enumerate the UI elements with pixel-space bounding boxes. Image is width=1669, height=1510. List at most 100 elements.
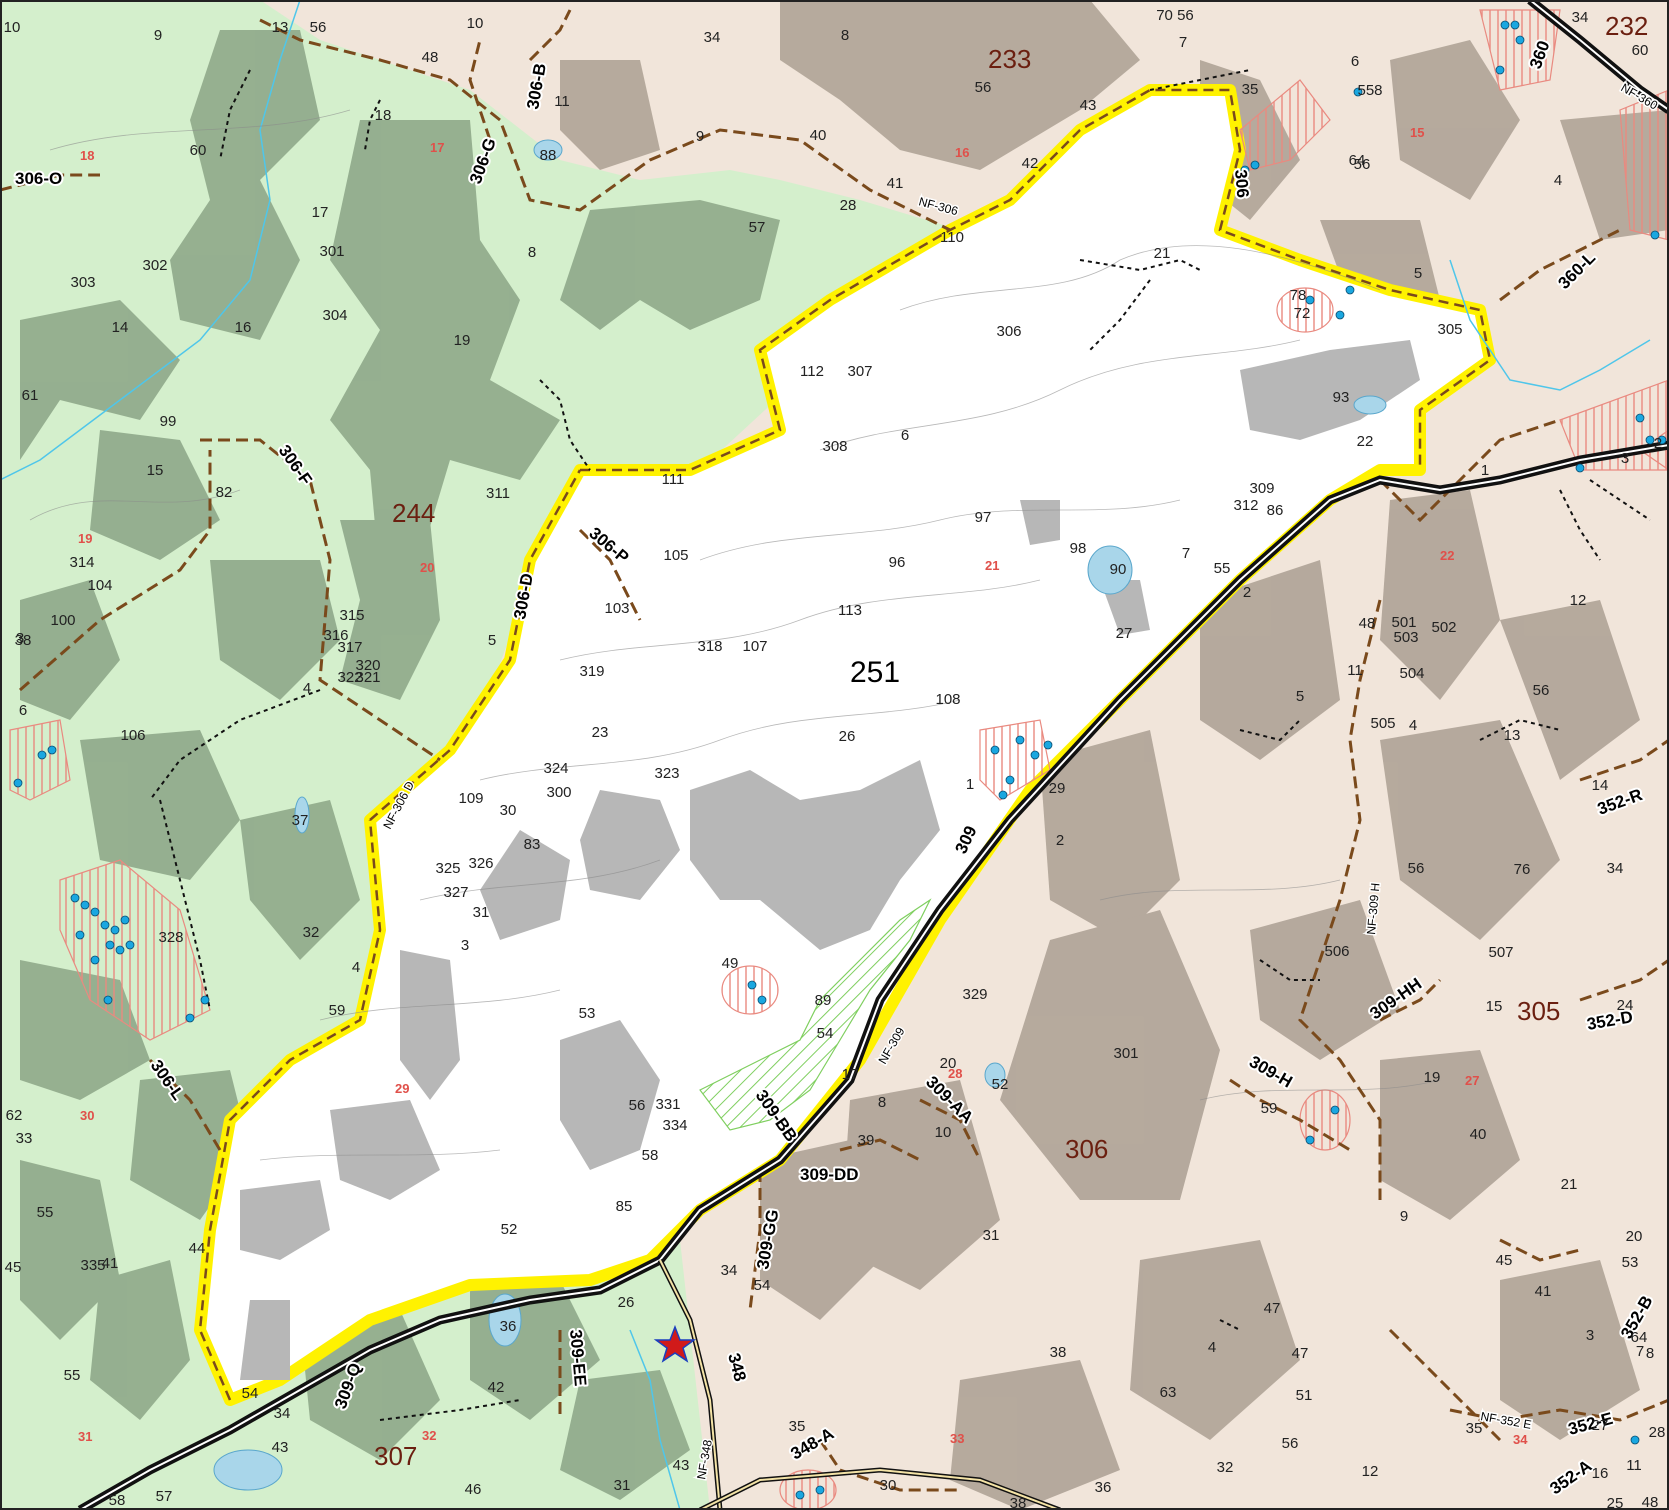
stand-number-label: 64	[1631, 1329, 1648, 1346]
stand-number-label: 29	[1049, 780, 1066, 797]
stand-number-label: 107	[742, 638, 767, 655]
section-label: 20	[420, 560, 434, 575]
stand-number-label: 86	[1267, 502, 1284, 519]
stand-number-label: 331	[655, 1096, 680, 1113]
water-bodies	[213, 139, 1387, 1491]
stand-number-label: 34	[274, 1405, 291, 1422]
stand-number-label: 326	[468, 855, 493, 872]
stand-number-label: 57	[156, 1488, 173, 1505]
stand-number-label: 31	[473, 904, 490, 921]
stand-number-label: 47	[1264, 1300, 1281, 1317]
stand-number-label: 41	[887, 175, 904, 192]
stand-number-label: 56	[1408, 860, 1425, 877]
stand-number-label: 48	[1359, 615, 1376, 632]
stand-number-label: 32	[1217, 1459, 1234, 1476]
section-label: 19	[78, 531, 92, 546]
stand-number-label: 22	[1357, 433, 1374, 450]
stand-number-label: 15	[1486, 998, 1503, 1015]
stand-number-label: 34	[1572, 9, 1589, 26]
stand-number-label: 9	[154, 27, 162, 44]
stand-number-label: 318	[697, 638, 722, 655]
stand-number-label: 27	[1116, 625, 1133, 642]
stand-number-label: 8	[841, 27, 849, 44]
stand-number-label: 323	[654, 765, 679, 782]
stand-number-label: 3	[461, 937, 469, 954]
stand-number-label: 5	[1414, 265, 1422, 282]
section-label: 32	[422, 1428, 436, 1443]
section-label: 18	[80, 148, 94, 163]
stand-number-label: 317	[337, 639, 362, 656]
section-label: 17	[430, 140, 444, 155]
compartment-label: 233	[988, 44, 1031, 74]
stand-number-label: 41	[1535, 1283, 1552, 1300]
stand-number-label: 97	[975, 509, 992, 526]
stand-number-label: 108	[935, 691, 960, 708]
stand-number-label: 5	[488, 632, 496, 649]
section-label: 16	[955, 145, 969, 160]
stand-number-label: 56	[1533, 682, 1550, 699]
stand-number-label: 301	[319, 243, 344, 260]
stand-number-label: 55	[37, 1204, 54, 1221]
stand-number-label: 308	[822, 438, 847, 455]
stand-number-label: 8	[878, 1094, 886, 1111]
road-name-label: NF-309 H	[1364, 882, 1382, 935]
stand-number-label: 34	[704, 29, 721, 46]
stand-number-label: 14	[112, 319, 129, 336]
stand-number-label: 35	[1466, 1420, 1483, 1437]
stand-number-label: 38	[1010, 1495, 1027, 1510]
stand-number-label: 52	[501, 1221, 518, 1238]
stand-number-label: 20	[1626, 1228, 1643, 1245]
stand-number-label: 35	[1242, 81, 1259, 98]
section-labels: 18 17 16 15 19 20 21 22 30 29 28 27 31 3…	[78, 125, 1528, 1447]
stand-number-label: 1	[966, 776, 974, 793]
site-points	[13, 20, 1667, 1500]
stand-number-label: 23	[592, 724, 609, 741]
stand-number-label: 38	[1050, 1344, 1067, 1361]
stand-number-label: 503	[1393, 629, 1418, 646]
stand-number-label: 98	[1070, 540, 1087, 557]
stand-number-label: 307	[847, 363, 872, 380]
stand-number-label: 103	[604, 600, 629, 617]
stand-number-label: 30	[880, 1477, 897, 1494]
stand-number-label: 7	[1636, 1343, 1644, 1360]
stand-number-label: 59	[1261, 1100, 1278, 1117]
stand-number-label: 56	[975, 79, 992, 96]
stand-number-label: 21	[1561, 1176, 1578, 1193]
compartment-label: 307	[374, 1441, 417, 1471]
stand-number-label: 10	[4, 19, 21, 36]
stand-number-label: 40	[1470, 1126, 1487, 1143]
stand-number-label: 26	[618, 1294, 635, 1311]
stand-number-label: 28	[840, 197, 857, 214]
stand-number-label: 45	[5, 1259, 22, 1276]
stand-number-label: 109	[458, 790, 483, 807]
stand-number-label: 322	[337, 669, 362, 686]
stand-number-label: 11	[1347, 662, 1363, 679]
stand-number-label: 31	[614, 1477, 631, 1494]
stand-number-label: 56	[1354, 156, 1371, 173]
stand-number-label: 96	[889, 554, 906, 571]
stand-number-label: 20	[940, 1055, 957, 1072]
stand-number-label: 19	[454, 332, 471, 349]
stand-number-label: 17	[312, 204, 329, 221]
trails	[149, 69, 1651, 1421]
stand-number-label: 70 56	[1156, 7, 1194, 24]
location-star-marker[interactable]	[653, 1324, 697, 1363]
stand-number-label: 55	[64, 1367, 81, 1384]
stand-number-label: 28	[1649, 1424, 1666, 1441]
primary-roads	[77, 0, 1669, 1510]
stand-number-label: 44	[189, 1240, 206, 1257]
stand-number-label: 6	[1351, 53, 1359, 70]
stand-number-label: 43	[1080, 97, 1097, 114]
stand-number-label: 60	[190, 142, 207, 159]
section-label: 34	[1513, 1432, 1528, 1447]
stand-number-label: 72	[1294, 305, 1311, 322]
section-label: 31	[78, 1429, 92, 1444]
stand-number-label: 19	[1424, 1069, 1441, 1086]
compartment-label: 306	[1065, 1134, 1108, 1164]
compartment-251-gray-patches	[240, 340, 1420, 1380]
section-label: 21	[985, 558, 999, 573]
stand-number-label: 63	[1160, 1384, 1177, 1401]
road-label: 306-O	[15, 169, 62, 188]
